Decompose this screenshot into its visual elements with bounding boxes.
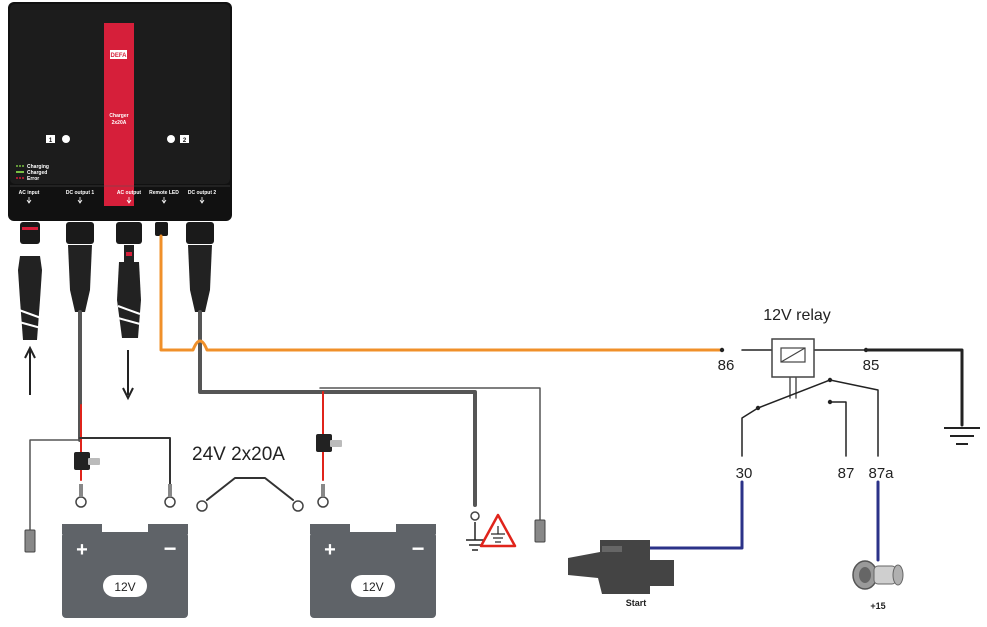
ac-output-connector — [116, 222, 142, 244]
pin-86-label: 86 — [718, 357, 735, 374]
dc-output-2-connector — [186, 222, 214, 244]
ac-input-cable — [18, 256, 42, 395]
output-2-led — [167, 135, 175, 143]
charger-unit: DEFA Charger 2x20A 1 2 Charging Charged … — [8, 2, 232, 244]
port-label-dc-output-2: DC output 2 — [188, 190, 217, 196]
start-label: Start — [626, 598, 647, 608]
output-1-number: 1 — [49, 138, 53, 144]
status-legend: Charging Charged Error — [16, 164, 49, 182]
relay: 12V relay 86 85 30 87 87a — [718, 307, 895, 482]
battery-2-voltage: 12V — [362, 580, 383, 594]
battery-1: + − 12V — [62, 524, 188, 618]
pin-30-label: 30 — [736, 465, 753, 482]
port-label-remote-led: Remote LED — [149, 190, 179, 196]
dc-output-1-connector — [66, 222, 94, 244]
model-line-2: 2x20A — [112, 120, 127, 126]
battery-2-positive-terminal — [317, 496, 329, 508]
battery-2-aux-wire — [319, 387, 541, 521]
pin-87-label: 87 — [838, 465, 855, 482]
battery-2-minus-icon: − — [412, 536, 425, 561]
output-1-led — [62, 135, 70, 143]
output-1-badge — [46, 135, 55, 143]
dc-output-2-plug — [188, 245, 212, 312]
fuse-holder-2 — [316, 434, 332, 452]
pin-87a-label: 87a — [868, 465, 894, 482]
chassis-terminal — [470, 511, 480, 521]
port-label-dc-output-1: DC output 1 — [66, 190, 95, 196]
legend-charging: Charging — [27, 164, 49, 170]
fuses — [74, 434, 342, 470]
model-line-1: Charger — [109, 113, 128, 119]
bridge-terminal-right — [292, 500, 304, 512]
series-bridge-wire — [206, 477, 294, 501]
legend-error: Error — [27, 176, 39, 182]
output-2-number: 2 — [183, 138, 187, 144]
battery-1-negative-terminal — [164, 496, 176, 508]
output-2-badge — [180, 135, 189, 143]
dc-output-1-plug — [68, 245, 92, 312]
battery-1-minus-icon: − — [164, 536, 177, 561]
ignition-label: +15 — [870, 601, 885, 611]
start-connector-icon: Start — [568, 540, 674, 608]
fuse-holder-1 — [74, 452, 90, 470]
battery-1-negative-wire — [79, 437, 171, 491]
brand-logo-text: DEFA — [110, 53, 127, 59]
port-label-ac-input: AC input — [19, 190, 40, 196]
spade-connector-right — [534, 519, 546, 543]
brand-logo — [110, 50, 127, 59]
battery-2-plus-icon: + — [324, 539, 336, 561]
wires — [29, 234, 964, 562]
battery-1-voltage: 12V — [114, 580, 135, 594]
pin-86-dot — [719, 347, 725, 353]
relay-title: 12V relay — [763, 307, 831, 324]
port-arrows — [26, 197, 205, 204]
arrow-up-icon — [24, 345, 36, 395]
port-label-ac-output: AC output — [117, 190, 141, 196]
start-wire — [648, 480, 744, 550]
remote-led-connector — [155, 222, 168, 236]
ac-output-cable — [117, 245, 141, 401]
ac-input-connector — [20, 222, 40, 244]
battery-1-positive-terminal — [75, 496, 87, 508]
pin-85-label: 85 — [863, 357, 880, 374]
bridge-terminal-left — [196, 500, 208, 512]
dc2-lead — [198, 310, 477, 507]
battery-2: + − 12V — [310, 524, 436, 618]
ignition-switch-icon: +15 — [852, 560, 904, 611]
relay-87-contact — [829, 401, 847, 457]
spade-connector-left — [24, 529, 36, 553]
battery-1-plus-icon: + — [76, 539, 88, 561]
pin-85-dot — [863, 347, 869, 353]
relay-85-ground-wire — [864, 348, 964, 427]
legend-charged: Charged — [27, 170, 47, 176]
arrow-down-icon — [122, 350, 134, 401]
relay-ground-icon — [944, 427, 980, 445]
relay-switch-contact — [741, 379, 879, 457]
bridge-voltage-label: 24V 2x20A — [192, 444, 285, 465]
remote-led-wire — [159, 234, 724, 352]
ground-icon — [466, 522, 484, 551]
warning-ground-icon — [479, 513, 517, 548]
terminals — [75, 484, 480, 521]
battery-1-chassis-wire — [29, 404, 80, 531]
